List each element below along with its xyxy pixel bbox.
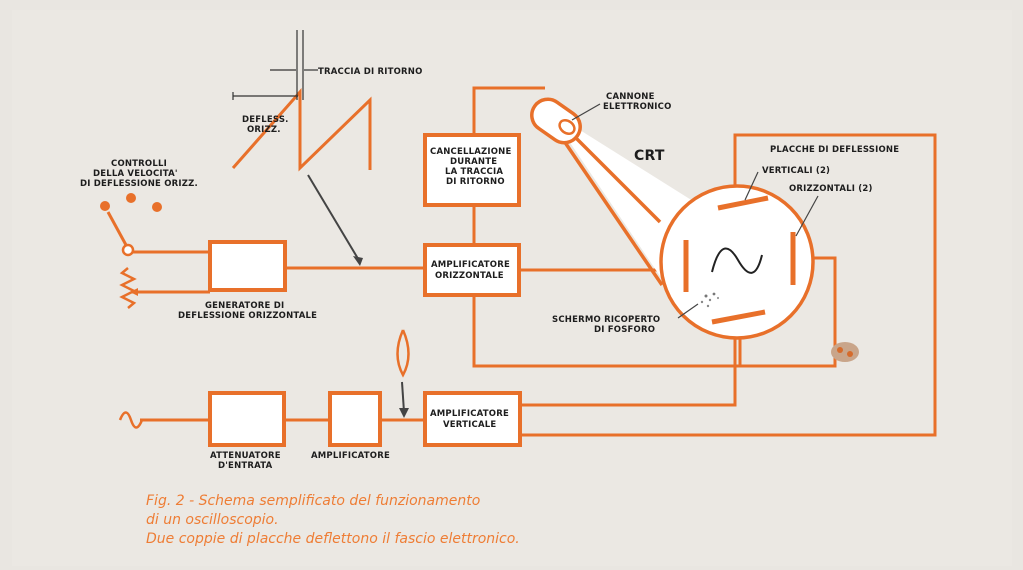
label-cancellazione-2: DURANTE [450,157,497,167]
label-controlli-1: CONTROLLI [111,159,167,169]
caption-line-2: di un oscilloscopio. [146,512,279,528]
label-cannone-2: ELETTRONICO [603,102,672,112]
label-orizzontali: ORIZZONTALI (2) [789,184,873,194]
wire-cancel-gun [472,86,545,135]
label-defless-1: DEFLESS. [242,115,289,125]
label-attenuatore-2: D'ENTRATA [218,461,273,471]
pointer-arrow-saw [307,174,361,263]
label-placche: PLACCHE DI DEFLESSIONE [770,145,899,155]
pointer-orizzontali [795,195,819,237]
horizontal-amplifier-box [423,243,521,297]
label-amplificatore: AMPLIFICATORE [311,451,390,461]
connector-icon [831,342,859,362]
label-crt: CRT [634,148,665,164]
label-amp-vert-1: AMPLIFICATORE [430,409,509,419]
input-signal-icon [118,411,144,429]
caption-line-1: Fig. 2 - Schema semplificato del funzion… [146,493,481,509]
amplifier-box [328,391,382,447]
sawtooth-waveform-icon [231,30,372,172]
caption-line-3: Due coppie di placche deflettono il fasc… [146,531,520,547]
label-amp-vert-2: VERTICALE [443,420,496,430]
pointer-verticali [744,171,759,201]
speed-selector-switch [100,193,162,257]
label-cancellazione-1: CANCELLAZIONE [430,147,511,157]
wire-amp-v-plate [522,332,737,407]
label-verticali: VERTICALI (2) [762,166,830,176]
plate-top [717,195,769,211]
label-cancellazione-3: LA TRACCIA [445,167,503,177]
label-controlli-3: DI DEFLESSIONE ORIZZ. [80,179,198,189]
input-attenuator-box [208,391,286,447]
crt-neck-bottom [560,137,664,286]
label-generatore-1: GENERATORE DI [205,301,284,311]
label-schermo-1: SCHERMO RICOPERTO [552,315,660,325]
arrowhead-saw [353,256,363,266]
crt-screen [659,184,815,340]
plate-bottom [711,309,766,325]
label-generatore-2: DEFLESSIONE ORIZZONTALE [178,311,317,321]
pointer-cannone [571,103,601,121]
horizontal-generator-box [208,240,287,292]
wire-right-frame [522,133,937,437]
label-controlli-2: DELLA VELOCITA' [93,169,178,179]
label-cannone-1: CANNONE [606,92,655,102]
cancellation-box [423,133,521,207]
label-cancellazione-4: DI RITORNO [446,177,505,187]
label-traccia-ritorno: TRACCIA DI RITORNO [318,67,423,77]
phosphor-dots [700,292,720,308]
label-schermo-2: DI FOSFORO [594,325,655,335]
potentiometer-icon [119,267,140,309]
label-attenuatore-1: ATTENUATORE [210,451,281,461]
electron-gun-tip [558,119,576,135]
figure-caption: Fig. 2 - Schema semplificato del funzion… [146,492,520,549]
vertical-amplifier-box [423,391,522,447]
screen-trace-icon [711,247,763,274]
wire-bottom-loop [472,295,742,368]
vertical-signal-icon [396,329,410,418]
label-amp-orizz-2: ORIZZONTALE [435,271,504,281]
label-amp-orizz-1: AMPLIFICATORE [431,260,510,270]
pointer-phosphor [677,303,699,319]
wire-right-plate [740,256,837,368]
label-defless-2: ORIZZ. [247,125,281,135]
